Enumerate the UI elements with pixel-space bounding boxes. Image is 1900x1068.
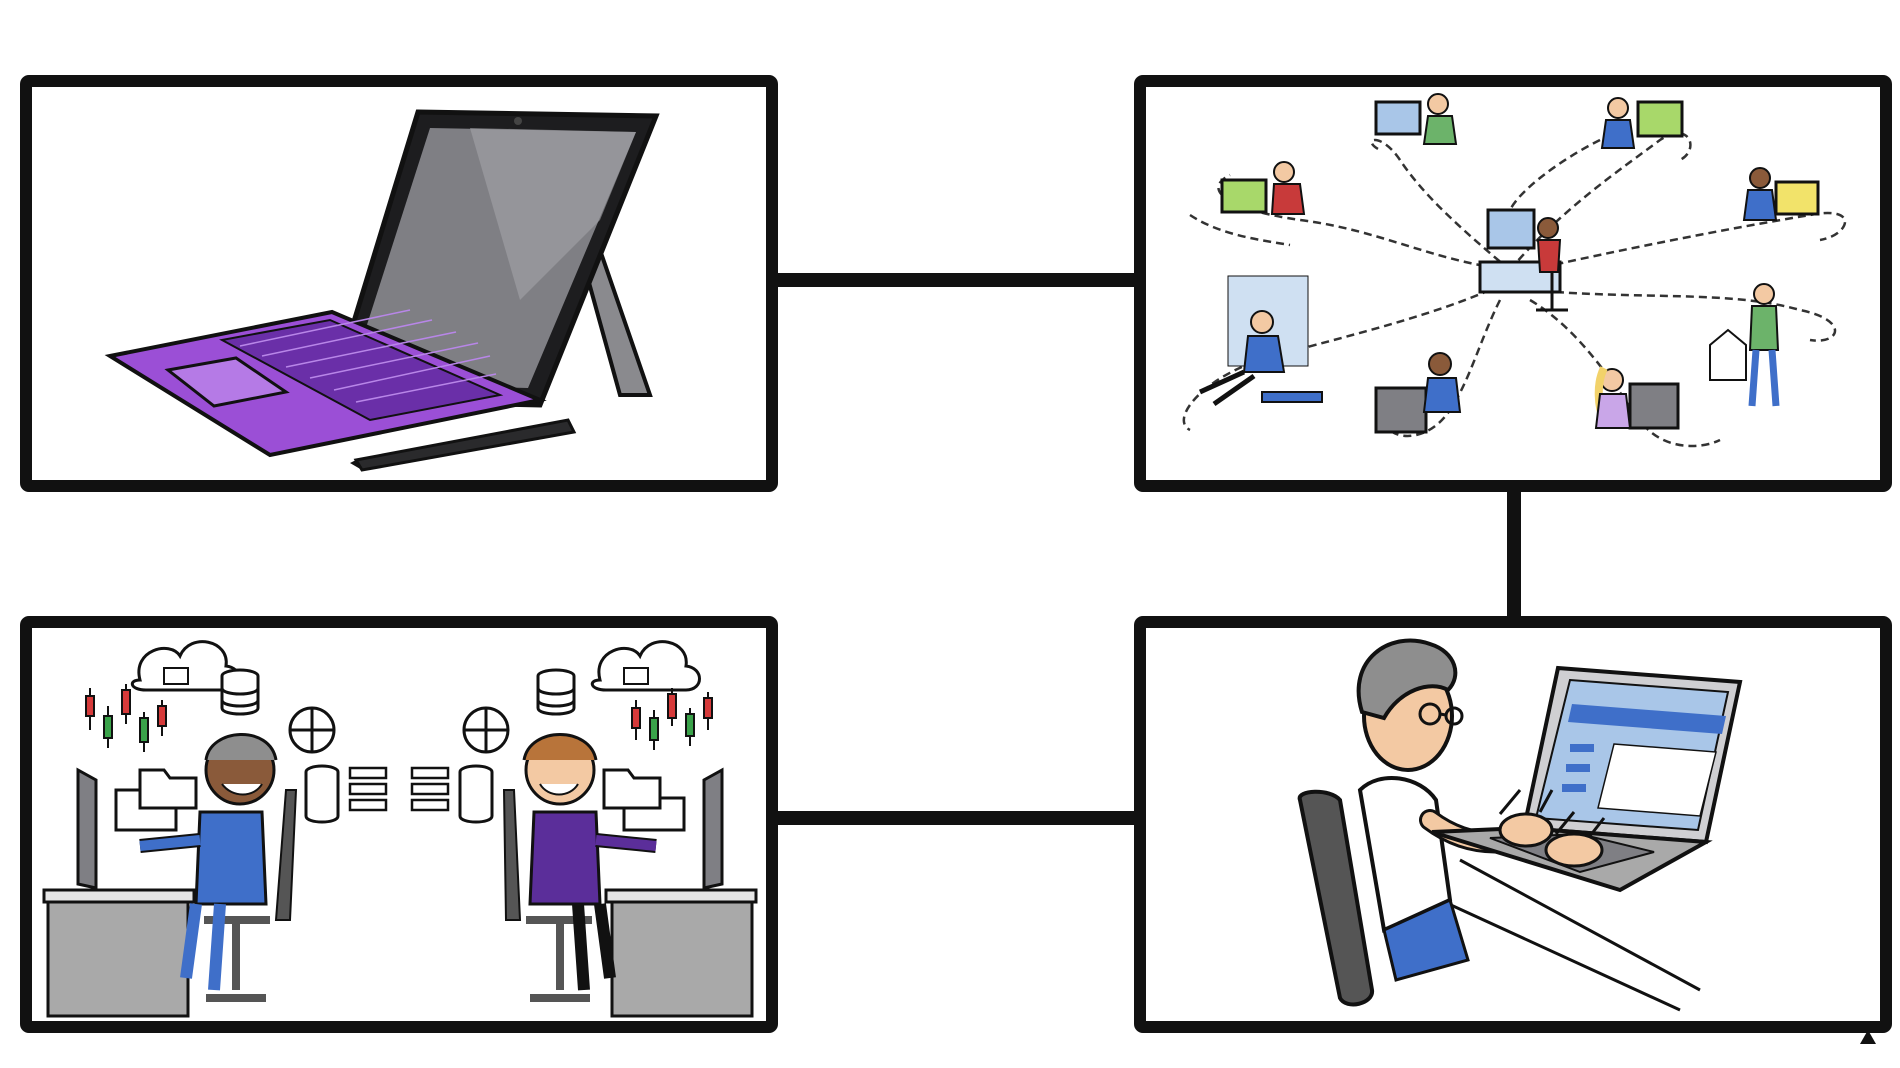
screen-glare (470, 128, 636, 300)
worker-right (1742, 167, 1820, 221)
chair (1297, 789, 1374, 1007)
laptop-window-header (1568, 704, 1726, 734)
monitor (76, 767, 98, 890)
panel-tablet (20, 75, 778, 492)
laptop-window-body (1597, 743, 1717, 817)
shirt (194, 810, 268, 906)
corner-mark-icon (1860, 1030, 1876, 1044)
worker-top-right (1600, 97, 1684, 149)
folders-icon (114, 768, 686, 832)
analyst-right (502, 733, 758, 1018)
tablet-illustration (104, 109, 660, 472)
desk (46, 896, 190, 1018)
hair (1356, 638, 1458, 721)
center-worker (1478, 208, 1568, 312)
desk-edge (1439, 858, 1701, 1012)
connectors (772, 273, 1521, 825)
key-grid (239, 309, 497, 403)
list-icon (348, 766, 450, 812)
database-icon (220, 668, 576, 824)
worker-bottom-center (1374, 352, 1462, 434)
worker-standing (1709, 283, 1780, 407)
cloud-folder-icon (130, 640, 701, 692)
candlestick-icon (85, 684, 713, 752)
panel-laptop-user (1134, 616, 1892, 1033)
panel-traders (20, 616, 778, 1033)
worker-top (1374, 93, 1458, 145)
chair (502, 789, 522, 921)
hand-right (1544, 832, 1604, 868)
worker-lounge (1198, 275, 1323, 407)
network-node-icon (288, 706, 510, 754)
hand-left (1498, 812, 1554, 848)
pen-icon (350, 418, 577, 472)
glasses-icon (1418, 702, 1464, 726)
analyst-left (42, 733, 298, 1018)
trackpad (164, 356, 290, 408)
worker-bottom-right (1594, 366, 1680, 430)
desk (610, 896, 754, 1018)
laptop-user-illustration (1297, 638, 1743, 1012)
chair (274, 789, 298, 921)
monitor (702, 767, 724, 890)
panel-network (1134, 75, 1892, 492)
camera-dot (514, 117, 522, 125)
keyboard-keys (219, 318, 504, 422)
laptop-sidebar-list (1562, 744, 1594, 792)
shirt (528, 810, 602, 906)
worker-top-left (1220, 161, 1306, 215)
